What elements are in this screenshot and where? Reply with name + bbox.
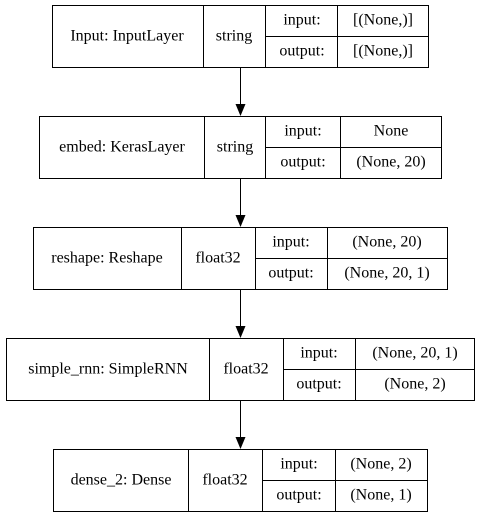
- layer-name: reshape: Reshape: [51, 250, 163, 267]
- input-label: input:: [283, 12, 320, 29]
- output-shape: (None, 20, 1): [344, 265, 429, 282]
- output-shape: [(None,)]: [353, 43, 413, 60]
- input-shape: None: [374, 123, 409, 140]
- layer-dtype: string: [217, 139, 253, 156]
- input-label: input:: [300, 345, 337, 362]
- input-shape: [(None,)]: [353, 12, 413, 29]
- input-shape: (None, 20, 1): [372, 345, 457, 362]
- output-label: output:: [296, 376, 341, 393]
- output-shape: (None, 20): [356, 154, 425, 171]
- input-label: input:: [272, 234, 309, 251]
- input-shape: (None, 2): [350, 456, 411, 473]
- layer-dtype: string: [216, 28, 252, 45]
- layer-dtype: float32: [202, 472, 247, 489]
- layer-name: Input: InputLayer: [70, 28, 184, 45]
- edge-arrow: [235, 401, 246, 449]
- edge-arrow: [235, 68, 246, 116]
- output-label: output:: [276, 487, 321, 504]
- output-shape: (None, 1): [350, 487, 411, 504]
- layer-node-simple-rnn: simple_rnn: SimpleRNN float32 input: (No…: [6, 338, 475, 401]
- input-label: input:: [284, 123, 321, 140]
- input-label: input:: [280, 456, 317, 473]
- edge-arrow: [235, 290, 246, 338]
- output-label: output:: [280, 154, 325, 171]
- layer-node-reshape: reshape: Reshape float32 input: (None, 2…: [33, 227, 448, 290]
- layer-node-embed: embed: KerasLayer string input: None out…: [39, 116, 442, 179]
- output-shape: (None, 2): [384, 376, 445, 393]
- input-shape: (None, 20): [352, 234, 421, 251]
- output-label: output:: [268, 265, 313, 282]
- layer-name: simple_rnn: SimpleRNN: [28, 361, 188, 378]
- edge-arrow: [235, 179, 246, 227]
- layer-name: dense_2: Dense: [71, 472, 172, 489]
- layer-node-input: Input: InputLayer string input: [(None,)…: [52, 5, 429, 68]
- output-label: output:: [279, 43, 324, 60]
- layer-dtype: float32: [223, 361, 268, 378]
- layer-node-dense: dense_2: Dense float32 input: (None, 2) …: [53, 449, 428, 512]
- layer-dtype: float32: [195, 250, 240, 267]
- layer-name: embed: KerasLayer: [59, 139, 185, 156]
